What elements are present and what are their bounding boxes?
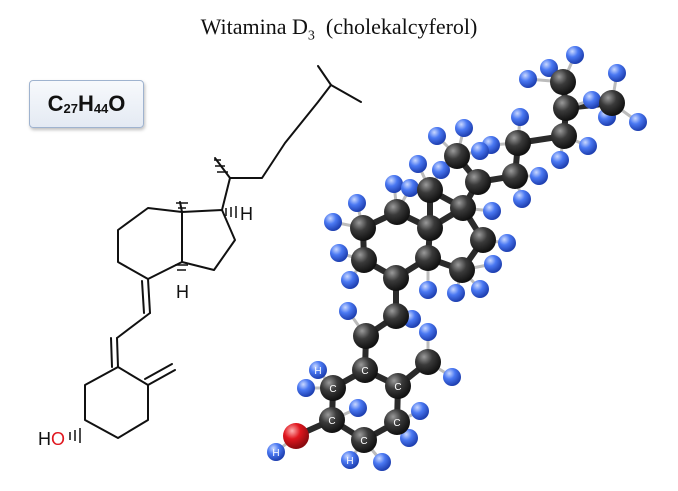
atom-label-h2: H: [346, 456, 353, 467]
atom-label-c3: C: [329, 384, 336, 395]
page-title: Witamina D3 (cholekalcyferol): [0, 14, 678, 44]
atom-label-h3: H: [272, 448, 279, 459]
formula-c-count: 27: [63, 100, 78, 116]
formula-h-count: 44: [93, 100, 109, 116]
atom-label-c4: C: [328, 416, 335, 427]
formula-h: H: [77, 91, 94, 116]
stereo-h-bottom: H: [176, 282, 189, 302]
formula-c: C: [47, 91, 64, 116]
stereo-h-top: H: [240, 204, 253, 224]
title-main: Witamina D: [200, 14, 308, 39]
atom-label-c5: C: [360, 436, 367, 447]
atom-label-c2: C: [394, 382, 401, 393]
hydroxyl-o: O: [51, 429, 65, 449]
oxygen-atom: [283, 423, 309, 449]
title-subscript: 3: [307, 28, 315, 44]
hydroxyl-h: H: [38, 429, 51, 449]
atom-label-h1: H: [314, 366, 321, 377]
atom-label-c1: C: [361, 366, 368, 377]
atom-label-c6: C: [393, 418, 400, 429]
formula-o: O: [108, 91, 126, 116]
title-paren: (cholekalcyferol): [325, 14, 478, 39]
